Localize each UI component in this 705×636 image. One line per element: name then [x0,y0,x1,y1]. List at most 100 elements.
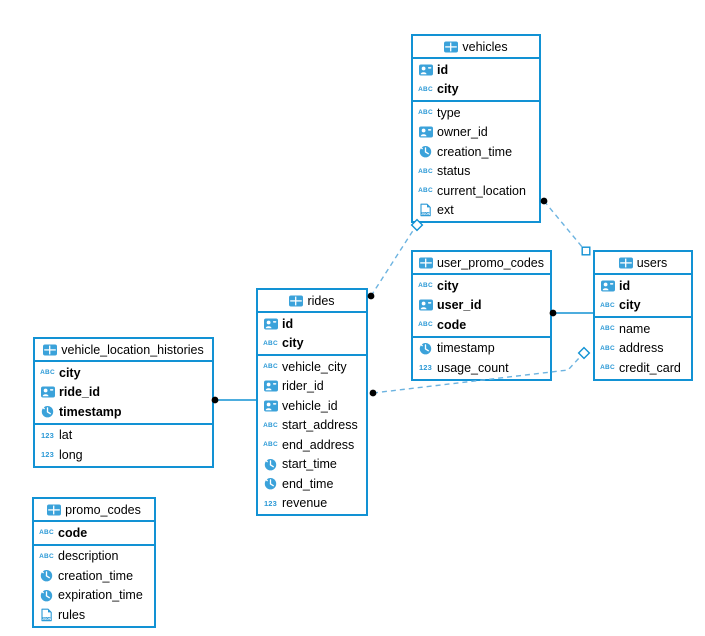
relationship-rides-to-vehicles[interactable] [370,228,415,297]
field-row-start-time[interactable]: start_time [258,455,366,475]
relationship-rides-to-users[interactable] [372,356,581,394]
table-title: users [636,255,668,270]
field-name: end_address [282,437,355,452]
field-type-icon-cell [599,280,616,292]
field-row-timestamp[interactable]: timestamp [413,339,550,359]
person-id-icon [418,126,433,138]
field-type-icon-cell: ABC [262,363,279,370]
123-number-icon: 123 [40,450,55,460]
abc-text-icon: ABC [600,301,615,309]
field-row-owner-id[interactable]: owner_id [413,123,539,143]
field-row-timestamp[interactable]: timestamp [35,402,212,422]
table-grid-icon [418,257,433,268]
field-name: rider_id [282,379,324,394]
svg-text:JSON: JSON [421,212,430,216]
field-row-id[interactable]: id [258,314,366,334]
abc-text-icon: ABC [418,187,433,195]
field-row-rider-id[interactable]: rider_id [258,377,366,397]
abc-text-icon: ABC [39,529,54,537]
field-name: start_address [282,418,358,433]
one-end-diamond-marker [577,346,591,360]
field-type-icon-cell [39,405,56,418]
field-row-end-time[interactable]: end_time [258,474,366,494]
clock-icon [419,146,432,158]
field-type-icon-cell [38,569,55,582]
table-title: vehicles [462,39,508,54]
json-document-icon: JSON [420,203,431,217]
field-name: current_location [437,183,526,198]
field-name: city [282,336,304,351]
table-header[interactable]: user_promo_codes [413,252,550,275]
abc-text-icon: ABC [418,85,433,93]
field-name: usage_count [437,360,509,375]
field-name: id [619,278,631,293]
field-row-expiration-time[interactable]: expiration_time [34,586,154,606]
field-row-ext[interactable]: JSON ext [413,201,539,221]
table-header[interactable]: users [595,252,691,275]
field-row-vehicle-id[interactable]: vehicle_id [258,396,366,416]
field-row-id[interactable]: id [595,276,691,296]
field-name: id [282,316,294,331]
field-name: code [58,525,88,540]
field-row-current-location[interactable]: ABC current_location [413,181,539,201]
field-row-user-id[interactable]: user_id [413,296,550,316]
clock-icon [40,589,53,602]
field-name: status [437,164,471,179]
field-row-ride-id[interactable]: ride_id [35,383,212,403]
field-type-icon-cell: JSON [38,608,55,622]
relationship-vehicles-to-users[interactable] [543,200,584,249]
table-header[interactable]: promo_codes [34,499,154,522]
table-header[interactable]: vehicles [413,36,539,59]
table-grid-icon [444,41,459,52]
field-type-icon-cell [417,64,434,76]
person-id-icon [263,380,278,392]
field-type-icon-cell [262,458,279,471]
table-header[interactable]: rides [258,290,366,313]
abc-text-icon: ABC [600,344,615,352]
field-name: ext [437,203,454,218]
table-header[interactable]: vehicle_location_histories [35,339,212,362]
field-type-icon-cell: ABC [599,325,616,332]
field-row-id[interactable]: id [413,60,539,80]
field-name: timestamp [59,404,122,419]
field-row-creation-time[interactable]: creation_time [34,566,154,586]
field-type-icon-cell: ABC [38,529,55,536]
field-row-creation-time[interactable]: creation_time [413,142,539,162]
abc-text-icon: ABC [39,552,54,560]
field-type-icon-cell: ABC [417,86,434,93]
table-grid-icon [43,344,58,355]
